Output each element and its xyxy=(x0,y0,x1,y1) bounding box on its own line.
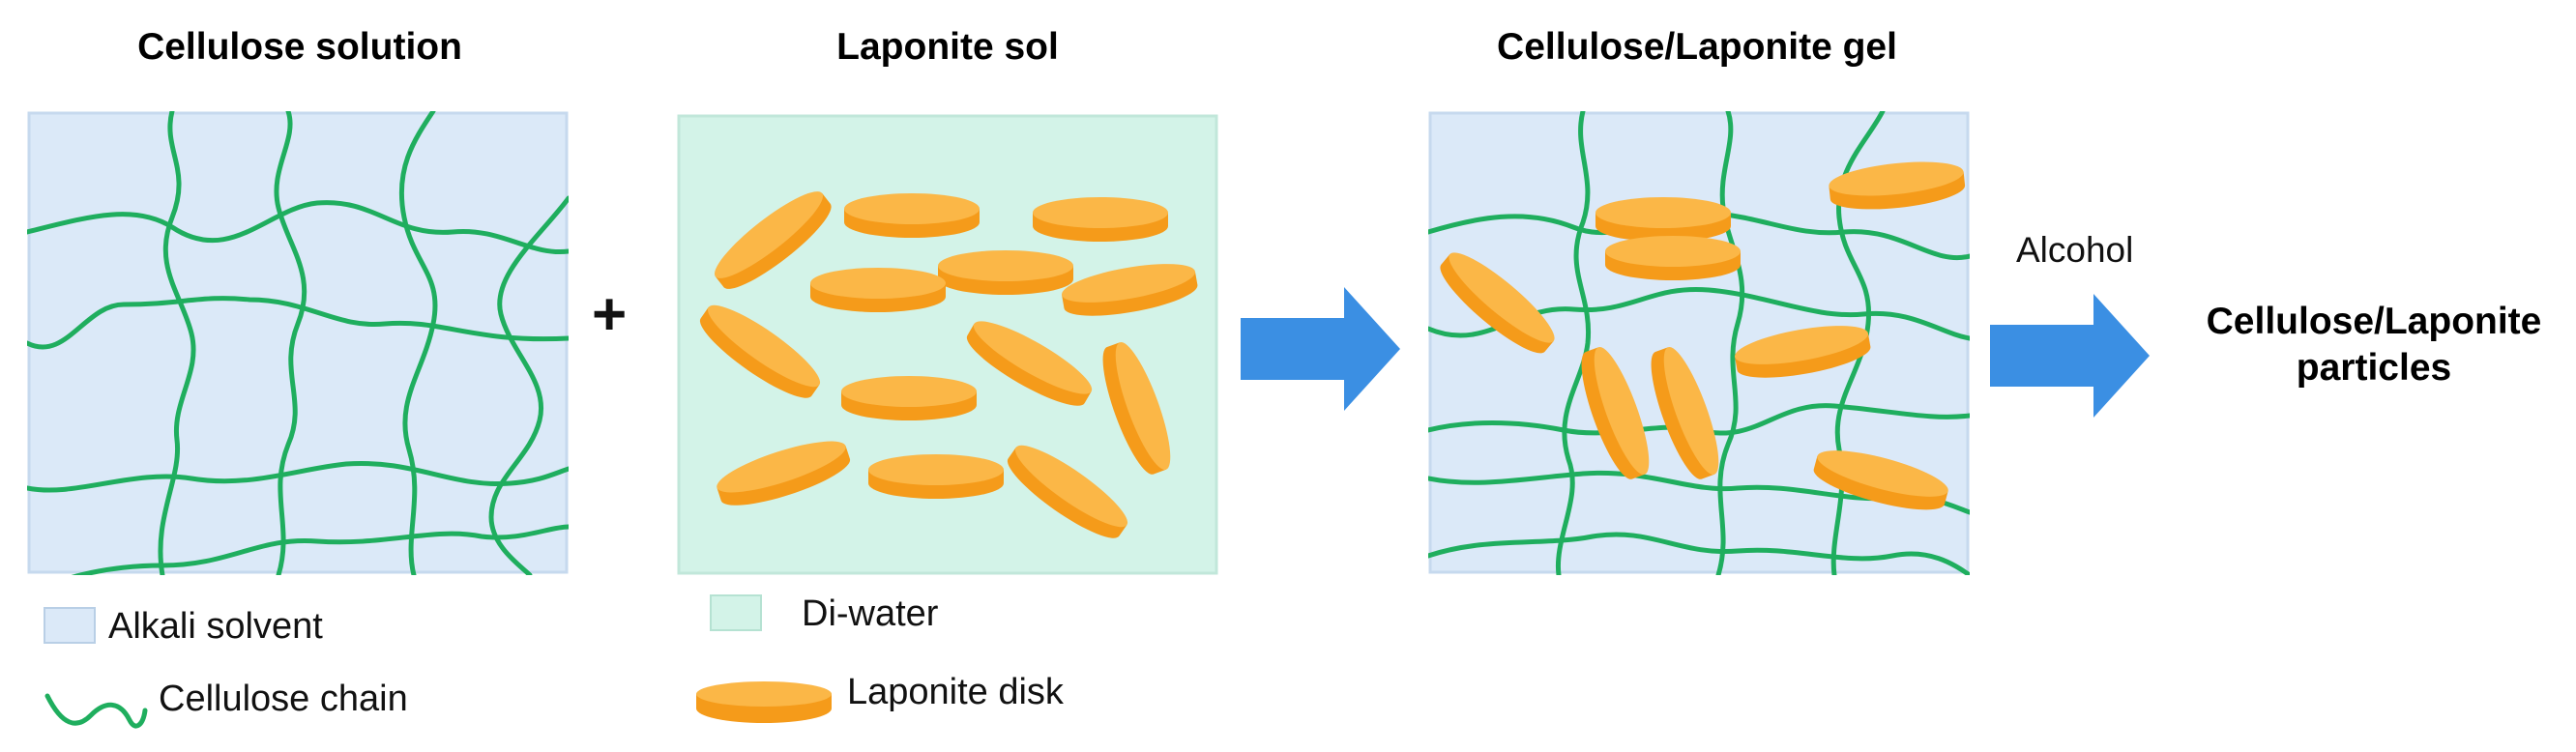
laponite-disk xyxy=(1062,264,1198,316)
laponite-disk xyxy=(966,321,1093,406)
laponite-disk xyxy=(1007,445,1128,538)
laponite-disk xyxy=(1813,450,1948,510)
laponite-disk xyxy=(844,193,980,238)
laponite-disk xyxy=(1440,252,1555,354)
cellulose-solution-panel xyxy=(27,111,569,575)
plus-operator: + xyxy=(592,281,628,348)
laponite-disk xyxy=(717,441,851,506)
laponite-disk xyxy=(868,454,1004,499)
final-product-line2: particles xyxy=(2296,347,2452,389)
process-arrow-mix xyxy=(1241,287,1400,411)
laponite-sol-panel xyxy=(677,114,1218,575)
laponite-disk xyxy=(1829,161,1966,210)
cellulose-laponite-gel-panel xyxy=(1428,111,1970,575)
final-product-label: Cellulose/Laponite particles xyxy=(2181,299,2567,391)
alkali-solvent-swatch xyxy=(44,607,96,644)
laponite-disk xyxy=(1102,341,1171,475)
laponite-disk xyxy=(1605,236,1741,280)
laponite-disk xyxy=(714,191,832,289)
title-cellulose-solution: Cellulose solution xyxy=(137,26,462,68)
title-laponite-sol: Laponite sol xyxy=(836,26,1059,68)
alcohol-label: Alcohol xyxy=(2016,230,2134,270)
di-water-swatch xyxy=(710,594,762,631)
cellulose-chain-swatch xyxy=(44,693,148,729)
laponite-disk xyxy=(1735,326,1871,378)
title-cellulose-laponite-gel: Cellulose/Laponite gel xyxy=(1497,26,1897,68)
final-product-line1: Cellulose/Laponite xyxy=(2206,301,2542,342)
laponite-disk-swatch xyxy=(696,681,832,723)
laponite-disk xyxy=(699,304,821,398)
legend-alkali-solvent: Alkali solvent xyxy=(108,606,323,647)
legend-cellulose-chain: Cellulose chain xyxy=(159,679,408,719)
laponite-disk xyxy=(841,376,977,420)
legend-di-water: Di-water xyxy=(802,593,939,634)
legend-laponite-disk: Laponite disk xyxy=(847,672,1064,712)
process-arrow-alcohol xyxy=(1990,294,2150,418)
laponite-disk xyxy=(810,268,946,312)
laponite-disk xyxy=(1033,197,1168,242)
laponite-disk xyxy=(1581,346,1650,479)
laponite-disk xyxy=(1595,197,1731,242)
laponite-disk xyxy=(938,250,1073,295)
laponite-disk xyxy=(1651,346,1719,479)
